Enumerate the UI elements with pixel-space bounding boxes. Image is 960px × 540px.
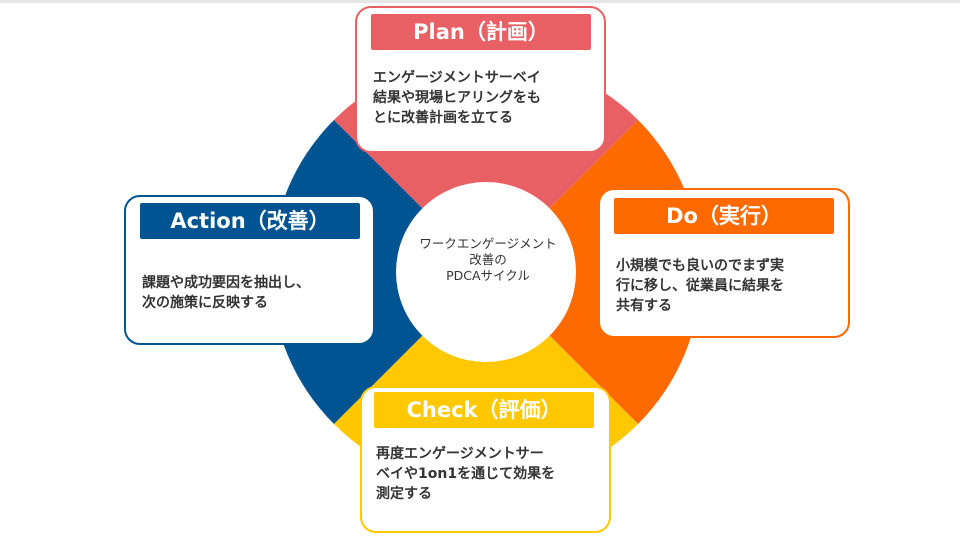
do-description-line-3: 共有する (616, 298, 672, 314)
do-description-line-2: 行に移し、従業員に結果を (616, 278, 784, 294)
action-description: 課題や成功要因を抽出し、 次の施策に反映する (142, 273, 310, 313)
action-card: Action（改善） 課題や成功要因を抽出し、 次の施策に反映する (124, 195, 375, 345)
plan-description-line-2: 結果や現場ヒアリングをも (373, 90, 541, 106)
check-title: Check（評価） (374, 392, 594, 428)
action-description-line-2: 次の施策に反映する (142, 295, 268, 311)
check-description-line-1: 再度エンゲージメントサー (376, 446, 544, 462)
check-description: 再度エンゲージメントサー ベイや1on1を通じて効果を 測定する (376, 444, 555, 504)
check-description-line-3: 測定する (376, 486, 432, 502)
center-label: ワークエンゲージメント 改善の PDCAサイクル (393, 236, 583, 284)
do-description-line-1: 小規模でも良いのでまず実 (616, 258, 784, 274)
center-circle (396, 182, 576, 362)
plan-card: Plan（計画） エンゲージメントサーベイ 結果や現場ヒアリングをも とに改善計… (355, 6, 606, 153)
plan-description-line-1: エンゲージメントサーベイ (373, 70, 541, 86)
top-border (0, 0, 960, 3)
do-card: Do（実行） 小規模でも良いのでまず実 行に移し、従業員に結果を 共有する (598, 188, 850, 338)
center-label-line-3: PDCAサイクル (446, 268, 530, 283)
plan-title: Plan（計画） (371, 14, 591, 50)
check-description-line-2: ベイや1on1を通じて効果を (376, 466, 556, 482)
do-title: Do（実行） (614, 198, 834, 234)
action-title: Action（改善） (140, 203, 360, 239)
action-description-line-1: 課題や成功要因を抽出し、 (142, 275, 310, 291)
plan-description-line-3: とに改善計画を立てる (373, 110, 513, 126)
center-label-line-2: 改善の (469, 252, 507, 267)
center-label-line-1: ワークエンゲージメント (419, 236, 557, 251)
check-card: Check（評価） 再度エンゲージメントサー ベイや1on1を通じて効果を 測定… (360, 386, 611, 533)
do-description: 小規模でも良いのでまず実 行に移し、従業員に結果を 共有する (616, 256, 784, 316)
plan-description: エンゲージメントサーベイ 結果や現場ヒアリングをも とに改善計画を立てる (373, 68, 541, 128)
